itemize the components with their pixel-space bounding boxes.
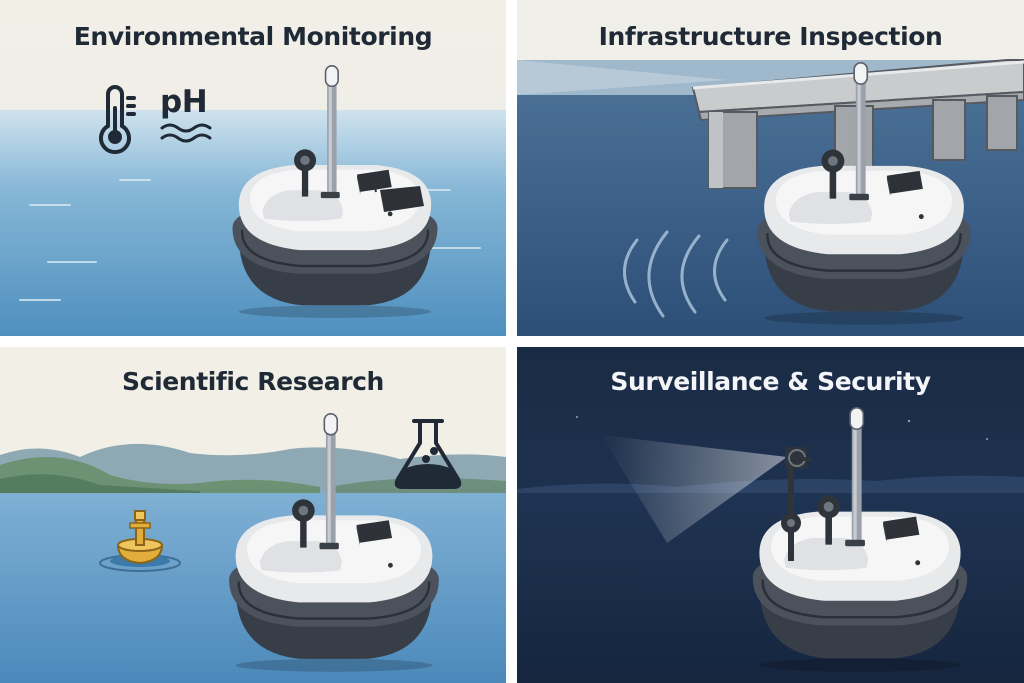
water-waves-icon <box>160 123 212 143</box>
panel-surveillance-security: Surveillance & Security <box>517 347 1024 683</box>
environmental-scene <box>0 0 506 336</box>
sonar-waves-icon <box>623 230 729 318</box>
panel-scientific-research: Scientific Research <box>0 347 506 683</box>
research-buoy-icon <box>99 510 181 572</box>
panel-infrastructure-inspection: Infrastructure Inspection <box>517 0 1024 336</box>
sensor-box-icon <box>380 186 424 212</box>
flask-icon <box>394 419 462 489</box>
research-scene <box>0 347 506 683</box>
inspection-scene <box>517 0 1024 336</box>
panel-title: Surveillance & Security <box>610 367 931 396</box>
panel-title: Infrastructure Inspection <box>598 22 943 51</box>
surveillance-scene <box>517 347 1024 683</box>
panel-title: Environmental Monitoring <box>73 22 433 51</box>
spotlight-camera-icon <box>785 447 811 469</box>
thermometer-icon <box>99 85 136 155</box>
spotlight-beam <box>601 435 787 543</box>
panel-environmental-monitoring: Environmental Monitoring pH <box>0 0 506 336</box>
sensor-antenna-icon <box>373 182 377 193</box>
ph-label: pH <box>160 84 208 120</box>
panel-title: Scientific Research <box>122 367 384 396</box>
